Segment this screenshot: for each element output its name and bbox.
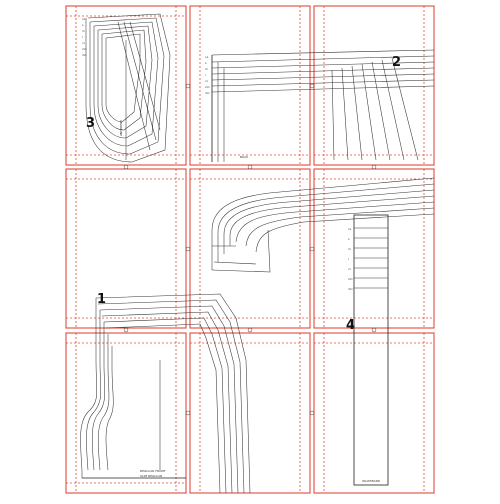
- svg-text:GRAINLINE: GRAINLINE: [119, 120, 123, 136]
- size-tick: 3xl: [205, 91, 210, 95]
- piece-2-pattern: BACK 2: [211, 49, 435, 162]
- tile-3-2: [189, 332, 311, 494]
- svg-text:SLIM REGULAR: SLIM REGULAR: [140, 474, 162, 478]
- tile-2-2: [189, 168, 311, 329]
- size-tick: m: [348, 247, 351, 251]
- size-tick: xs: [82, 17, 86, 21]
- svg-text:REGULAR FRONT: REGULAR FRONT: [140, 469, 166, 473]
- yoke-pattern: [211, 177, 435, 273]
- piece-4-number: 4: [346, 318, 355, 333]
- size-tick: xs: [205, 55, 209, 59]
- registration-markers: [123, 83, 377, 416]
- svg-text:WAISTBAND: WAISTBAND: [362, 479, 381, 483]
- size-tick: xs: [348, 227, 352, 231]
- size-tick: s: [82, 23, 84, 27]
- size-ticks-piece-4: xs s m l xl 2xl 3xl: [348, 227, 353, 291]
- size-tick: 3xl: [82, 53, 87, 57]
- tile-1-3: [313, 5, 435, 166]
- size-tick: l: [82, 35, 83, 39]
- size-tick: m: [205, 67, 208, 71]
- piece-2-number: 2: [392, 55, 401, 70]
- size-ticks-piece-3: xs sml xl 2xl 3xl: [82, 17, 87, 57]
- size-tick: l: [348, 257, 349, 261]
- tile-2-1: [65, 168, 187, 329]
- size-tick: s: [348, 237, 350, 241]
- svg-text:BACK: BACK: [240, 155, 249, 159]
- size-ticks-piece-2: xs sml xl 2xl 3xl: [205, 55, 210, 95]
- size-tick: 2xl: [205, 85, 210, 89]
- size-tick: l: [205, 73, 206, 77]
- cut-guides: [66, 6, 434, 493]
- size-tick: xl: [205, 79, 208, 83]
- size-tick: m: [82, 29, 85, 33]
- piece-3-number: 3: [86, 116, 95, 131]
- piece-1-number: 1: [97, 292, 106, 307]
- size-tick: s: [205, 61, 207, 65]
- size-tick: xl: [348, 267, 351, 271]
- piece-4-pattern: WAISTBAND 4: [346, 214, 389, 486]
- piece-3-pattern: GRAINLINE 3: [85, 13, 171, 163]
- tile-3-3: [313, 332, 435, 494]
- piece-1-pattern: REGULAR FRONT SLIM REGULAR 1: [80, 292, 251, 494]
- size-tick: xl: [82, 41, 85, 45]
- size-tick: 2xl: [82, 47, 87, 51]
- size-tick: 2xl: [348, 277, 353, 281]
- size-tick: 3xl: [348, 287, 353, 291]
- tile-3-1: [65, 332, 187, 494]
